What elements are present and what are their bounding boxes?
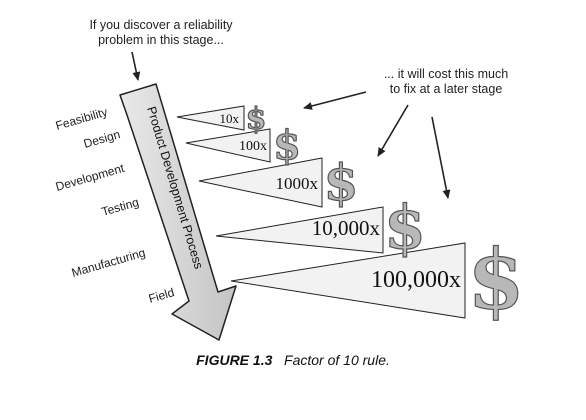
factor-100000x: 100,000x bbox=[371, 267, 461, 293]
caption-label: FIGURE 1.3 bbox=[196, 352, 273, 368]
stage-label-design: Design bbox=[82, 127, 122, 151]
dollar-icon: $ bbox=[384, 193, 426, 263]
cost-arrow-to-10000x bbox=[431, 116, 451, 199]
cost-arrow-to-100x bbox=[303, 91, 367, 110]
top-note-arrow bbox=[131, 51, 141, 81]
dollar-icon: $ bbox=[246, 102, 267, 137]
wedge-10000x bbox=[215, 206, 384, 254]
wedge-10x bbox=[176, 105, 245, 131]
stage-label-testing: Testing bbox=[100, 195, 140, 219]
stage-label-manufacturing: Manufacturing bbox=[70, 245, 147, 279]
stage-discovery-note: If you discover a reliability problem in… bbox=[56, 18, 266, 48]
dollar-icon: $ bbox=[273, 122, 301, 169]
wedge-100000x bbox=[230, 242, 466, 319]
factor-100x: 100x bbox=[239, 139, 267, 154]
stage-label-feasibility: Feasibility bbox=[54, 105, 109, 133]
dollar-icon: $ bbox=[467, 232, 524, 328]
stage-label-development: Development bbox=[54, 161, 126, 194]
wedge-1000x bbox=[198, 157, 323, 208]
process-arrow bbox=[119, 83, 237, 341]
caption-text: Factor of 10 rule. bbox=[284, 352, 390, 368]
factor-10x: 10x bbox=[220, 111, 240, 126]
dollar-icon: $ bbox=[324, 153, 359, 212]
top-note-line-1: If you discover a reliability bbox=[89, 18, 233, 32]
top-note-line-2: problem in this stage... bbox=[98, 33, 224, 47]
cost-note: ... it will cost this much to fix at a l… bbox=[356, 67, 536, 97]
right-note-line-1: ... it will cost this much bbox=[383, 67, 509, 81]
factor-1000x: 1000x bbox=[276, 174, 319, 193]
figure-caption: FIGURE 1.3 Factor of 10 rule. bbox=[0, 352, 586, 368]
right-note-line-2: to fix at a later stage bbox=[389, 82, 503, 96]
cost-arrow-to-1000x bbox=[377, 104, 409, 157]
wedge-100x bbox=[185, 128, 271, 163]
stage-label-field: Field bbox=[147, 285, 176, 306]
factor-10000x: 10,000x bbox=[312, 216, 381, 240]
